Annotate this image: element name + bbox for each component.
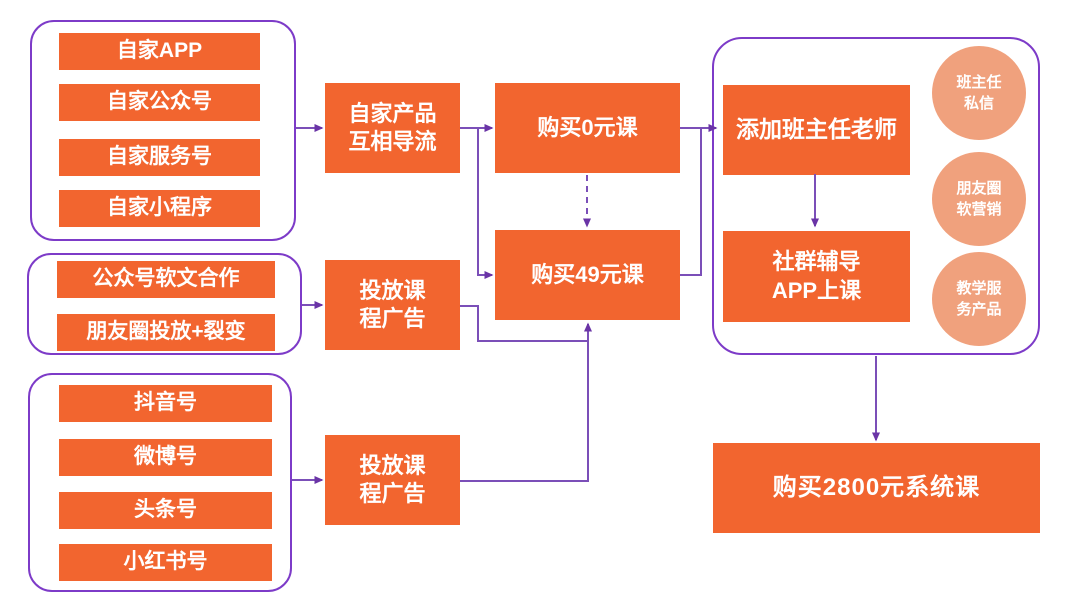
node-moments-ads-fission: 朋友圈投放+裂变 (57, 314, 275, 351)
node-mutual-diversion: 自家产品 互相导流 (325, 83, 460, 173)
node-own-app: 自家APP (59, 33, 260, 70)
node-own-service-account: 自家服务号 (59, 139, 260, 176)
node-own-mini-program: 自家小程序 (59, 190, 260, 227)
arrow-mutual-diversion-to-buy49 (477, 128, 494, 279)
group-conversion-service: 添加班主任老师 社群辅导 APP上课 班主任 私信 朋友圈 软营销 教学服 务产… (712, 37, 1040, 355)
node-buy-2800-course: 购买2800元系统课 (713, 443, 1040, 533)
wire-buy49-to-add-head-teacher (680, 129, 702, 276)
arrow-course-ads-bottom-to-buy49 (460, 322, 592, 482)
group-wechat-ads: 公众号软文合作 朋友圈投放+裂变 (27, 253, 302, 355)
node-xiaohongshu: 小红书号 (59, 544, 272, 581)
group-own-channels: 自家APP 自家公众号 自家服务号 自家小程序 (30, 20, 296, 241)
node-weibo: 微博号 (59, 439, 272, 476)
node-course-ads-top: 投放课 程广告 (325, 260, 460, 350)
node-community-tutoring: 社群辅导 APP上课 (723, 231, 910, 322)
node-course-ads-bottom: 投放课 程广告 (325, 435, 460, 525)
node-own-official-account: 自家公众号 (59, 84, 260, 121)
node-buy-0-course: 购买0元课 (495, 83, 680, 173)
node-official-account-softtext: 公众号软文合作 (57, 261, 275, 298)
circle-head-teacher-private-message: 班主任 私信 (932, 46, 1026, 140)
group-media-accounts: 抖音号 微博号 头条号 小红书号 (28, 373, 292, 592)
node-douyin: 抖音号 (59, 385, 272, 422)
node-buy-49-course: 购买49元课 (495, 230, 680, 320)
node-toutiao: 头条号 (59, 492, 272, 529)
circle-moments-soft-marketing: 朋友圈 软营销 (932, 152, 1026, 246)
node-add-head-teacher: 添加班主任老师 (723, 85, 910, 175)
circle-teaching-service-product: 教学服 务产品 (932, 252, 1026, 346)
